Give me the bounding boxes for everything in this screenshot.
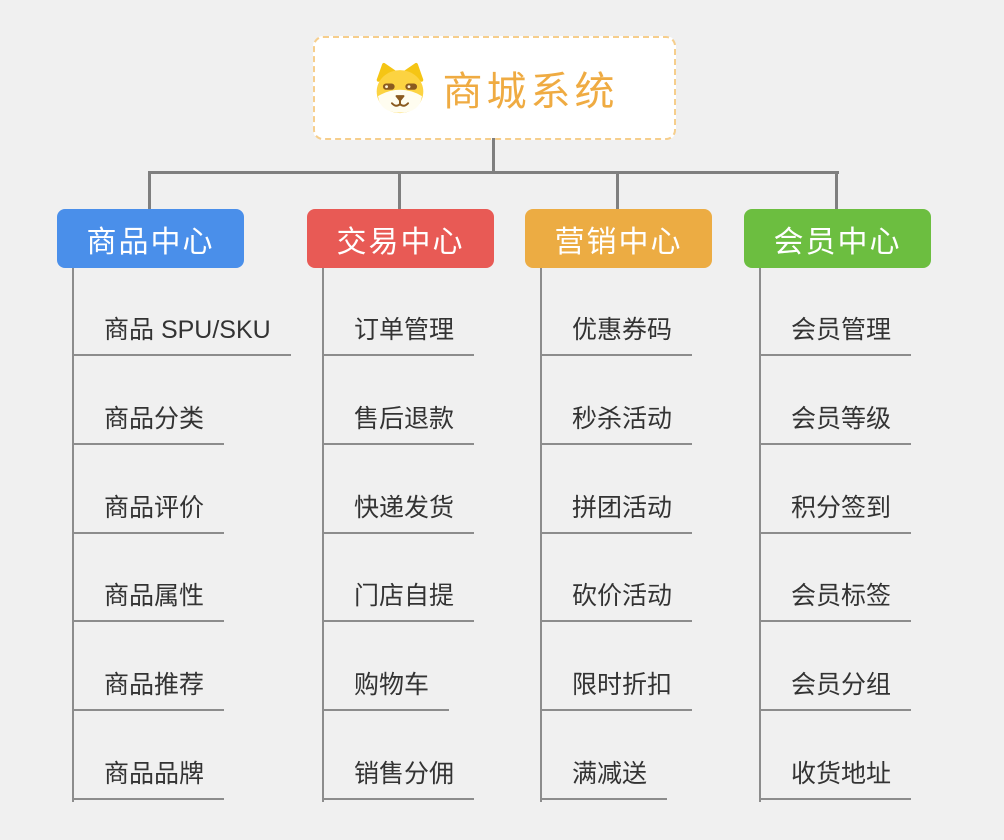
branch-label: 商品中心 [86,225,215,259]
branch-item[interactable]: 快递发货 [324,494,475,534]
branch-item[interactable]: 售后退款 [324,405,475,445]
branch-item[interactable]: 会员等级 [761,405,912,445]
branch-item[interactable]: 商品属性 [74,582,225,622]
branch-item[interactable]: 优惠券码 [542,316,693,356]
branch-label: 交易中心 [336,225,465,259]
connector-drop [148,173,151,211]
branch-item[interactable]: 限时折扣 [542,671,693,711]
branch-node-product-center[interactable]: 商品中心 [57,209,244,268]
branch-item[interactable]: 商品 SPU/SKU [74,316,291,356]
branch-children-product-center: 商品 SPU/SKU 商品分类商品评价商品属性商品推荐商品品牌 [72,268,291,802]
connector-drop [616,173,619,211]
branch-item[interactable]: 拼团活动 [542,494,693,534]
branch-label: 营销中心 [554,225,683,259]
branch-children-trade-center: 订单管理售后退款快递发货门店自提购物车销售分佣 [322,268,475,802]
branch-item[interactable]: 商品推荐 [74,671,225,711]
branch-node-member-center[interactable]: 会员中心 [744,209,931,268]
connector-root-stub [492,138,495,173]
connector-horizontal [148,171,839,174]
branch-item[interactable]: 会员标签 [761,582,912,622]
branch-item[interactable]: 订单管理 [324,316,475,356]
root-node[interactable]: 商城系统 [313,36,676,140]
branch-label: 会员中心 [773,225,902,259]
branch-item[interactable]: 商品评价 [74,494,225,534]
branch-item[interactable]: 会员分组 [761,671,912,711]
branch-item[interactable]: 购物车 [324,671,450,711]
branch-item[interactable]: 收货地址 [761,760,912,800]
branch-item[interactable]: 会员管理 [761,316,912,356]
branch-item[interactable]: 商品分类 [74,405,225,445]
branch-item[interactable]: 商品品牌 [74,760,225,800]
connector-drop [835,173,838,211]
branch-item[interactable]: 秒杀活动 [542,405,693,445]
branch-node-marketing-center[interactable]: 营销中心 [525,209,712,268]
branch-item[interactable]: 积分签到 [761,494,912,534]
root-title: 商城系统 [442,70,619,114]
branch-item[interactable]: 销售分佣 [324,760,475,800]
branch-children-marketing-center: 优惠券码秒杀活动拼团活动砍价活动限时折扣满减送 [540,268,693,802]
branch-item[interactable]: 砍价活动 [542,582,693,622]
connector-drop [398,173,401,211]
branch-item[interactable]: 满减送 [542,760,668,800]
branch-node-trade-center[interactable]: 交易中心 [307,209,494,268]
branch-children-member-center: 会员管理会员等级积分签到会员标签会员分组收货地址 [759,268,912,802]
branch-item[interactable]: 门店自提 [324,582,475,622]
shiba-dog-icon [376,62,423,114]
